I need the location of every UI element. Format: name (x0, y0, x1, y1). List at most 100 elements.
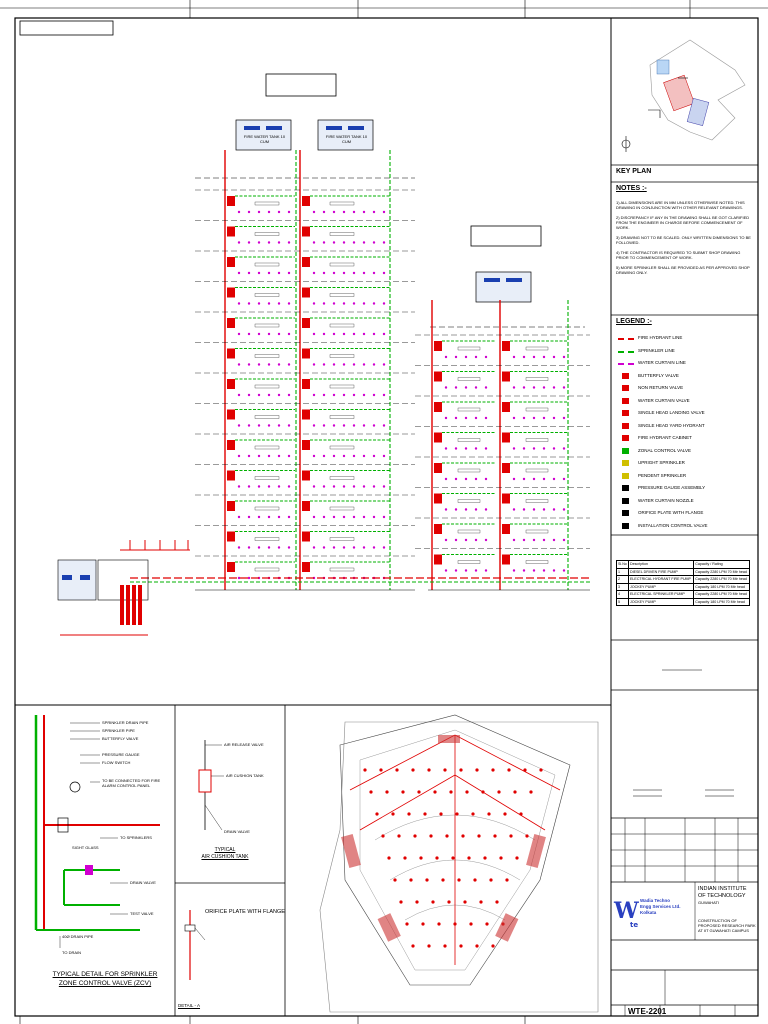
butterfly-valve-icon (622, 372, 629, 379)
legend-item: ZONAL CONTROL VALVE (616, 447, 756, 455)
legend-label: SPRINKLER LINE (638, 347, 675, 353)
yard-hydrant-icon (622, 422, 629, 429)
client-name: INDIAN INSTITUTE OF TECHNOLOGY GUWAHATI (698, 886, 747, 905)
legend-label: SINGLE HEAD YARD HYDRANT (638, 422, 705, 428)
site-sprinkler-layout (319, 714, 599, 1013)
column-header: Description (628, 560, 695, 569)
client-name-line: GUWAHATI (698, 900, 720, 905)
legend-item: WATER CURTAIN NOZZLE (616, 497, 756, 505)
legend-label: WATER CURTAIN LINE (638, 360, 686, 365)
orifice-detail-title: DETAIL - A (178, 1003, 201, 1008)
icv-icon (622, 522, 629, 529)
riser-building-b (428, 225, 590, 591)
orifice-icon (622, 510, 629, 516)
table-cell: 4 (615, 590, 630, 599)
acv-label: AIR RELEASE VALVE (224, 742, 264, 747)
project-title: CONSTRUCTION OF PROPOSED RESEARCH PARK A… (698, 918, 756, 933)
zcv-label: SIGHT GLASS (72, 845, 99, 850)
column-header: Capacity / Rating (693, 560, 750, 569)
table-cell: DIESEL DRIVEN FIRE PUMP (628, 567, 695, 576)
table-cell: ELECTRICAL HYDRANT FIRE PUMP (628, 575, 695, 584)
notes-title: NOTES :- (616, 185, 647, 192)
zcv-detail-drawing (34, 715, 160, 948)
zcv-detail-title: TYPICAL DETAIL FOR SPRINKLER ZONE CONTRO… (40, 970, 170, 988)
legend-label: PENDENT SPRINKLER (638, 472, 687, 478)
table-cell: 1 (615, 567, 630, 576)
table-cell: JOCKEY PUMP (628, 582, 695, 591)
red-dashed-line (618, 338, 634, 340)
legend-title: LEGEND :- (616, 318, 652, 325)
legend-item: PRESSURE GAUGE ASSEMBLY (616, 484, 756, 492)
zcv-label: 40Ø DRAIN PIPE (62, 934, 94, 939)
note-item: 1) ALL DIMENSIONS ARE IN MM UNLESS OTHER… (616, 200, 745, 210)
table-cell: Capacity 2280 LPM 70 Mtr head (693, 575, 750, 584)
zcv-label: TO DRAIN (62, 950, 82, 955)
legend-label: UPRIGHT SPRINKLER (638, 460, 685, 465)
table-cell: Capacity 180 LPM 70 Mtr head (693, 597, 750, 606)
svg-text:te: te (630, 921, 638, 929)
table-cell: Capacity 180 LPM 70 Mtr head (693, 582, 750, 591)
table-header-row: Sl.No Description Capacity / Rating (615, 560, 750, 569)
non-return-valve-icon (622, 385, 629, 391)
floor-lines-building-b (415, 334, 590, 572)
client-name-line: INDIAN INSTITUTE (698, 886, 747, 892)
zcv-title-line: ZONE CONTROL VALVE (ZCV) (58, 980, 152, 987)
zcv-label: TO BE CONNECTED FOR FIRE ALARM CONTROL P… (102, 778, 161, 788)
note-item: 2) DISCREPANCY IF ANY IN THE DRAWING SHA… (616, 215, 750, 230)
tank-label: FIRE WATER TANK 10 CUM (243, 134, 286, 144)
notes-list: 1) ALL DIMENSIONS ARE IN MM UNLESS OTHER… (616, 200, 754, 280)
zonal-valve-icon (622, 447, 629, 454)
zcv-label: SPRINKLER DRAIN PIPE (102, 720, 149, 725)
tank-label: FIRE WATER TANK 10 CUM (325, 134, 368, 144)
table-cell: Capacity 2280 LPM 70 Mtr head (693, 590, 750, 599)
zcv-label: PRESSURE GAUGE (102, 752, 140, 757)
company-name-line: Engg Services Ltd. (640, 904, 681, 909)
table-cell: 3 (615, 582, 630, 591)
floor-lines-building-a (195, 189, 415, 580)
legend-label: BUTTERFLY VALVE (638, 372, 679, 378)
legend-label: WATER CURTAIN NOZZLE (638, 497, 694, 503)
legend-label: FIRE HYDRANT LINE (638, 335, 683, 340)
pump-house (57, 540, 590, 636)
drawing-number: WTE-2201 (628, 1007, 667, 1016)
company-name-line: Kolkata (640, 910, 657, 915)
svg-text:W: W (613, 898, 639, 924)
column-header: Sl.No (615, 560, 630, 569)
legend-item: UPRIGHT SPRINKLER (616, 459, 756, 467)
zcv-label: TEST VALVE (130, 911, 154, 916)
company-name: Wadia Techno Engg Services Ltd. Kolkata (640, 898, 681, 916)
magenta-dashed-line (618, 363, 634, 365)
legend-label: ORIFICE PLATE WITH FLANGE (638, 510, 704, 515)
legend-item: INSTALLATION CONTROL VALVE (616, 522, 756, 530)
legend-label: FIRE HYDRANT CABINET (638, 435, 692, 440)
air-cushion-drawing (184, 740, 224, 980)
legend-label: INSTALLATION CONTROL VALVE (638, 522, 708, 528)
upright-sprinkler-icon (622, 460, 629, 466)
legend-label: PRESSURE GAUGE ASSEMBLY (638, 485, 706, 490)
zcv-label: TO SPRINKLERS (120, 835, 152, 840)
acv-title-line: TYPICAL (214, 847, 236, 853)
legend-item: PENDENT SPRINKLER (616, 472, 756, 480)
table-cell: 2 (615, 575, 630, 584)
company-name-line: Wadia Techno (640, 898, 671, 903)
legend-item: SINGLE HEAD YARD HYDRANT (616, 422, 756, 430)
legend-label: WATER CURTAIN VALVE (638, 397, 690, 403)
zcv-title-line: TYPICAL DETAIL FOR SPRINKLER (52, 971, 158, 978)
note-item: 3) DRAWING NOT TO BE SCALED. ONLY WRITTE… (616, 235, 751, 245)
legend-label: ZONAL CONTROL VALVE (638, 447, 692, 453)
company-logo: W te (613, 889, 639, 929)
legend-item: ORIFICE PLATE WITH FLANGE (616, 509, 756, 517)
acv-detail-title: TYPICAL AIR CUSHION TANK (185, 847, 265, 861)
legend-item: BUTTERFLY VALVE (616, 372, 756, 380)
legend-item: FIRE HYDRANT LINE (616, 334, 756, 342)
landing-valve-icon (622, 410, 629, 416)
gauge-icon (622, 485, 629, 491)
zcv-label: FLOW SWITCH (102, 760, 131, 765)
acv-title-line: AIR CUSHION TANK (201, 854, 249, 860)
